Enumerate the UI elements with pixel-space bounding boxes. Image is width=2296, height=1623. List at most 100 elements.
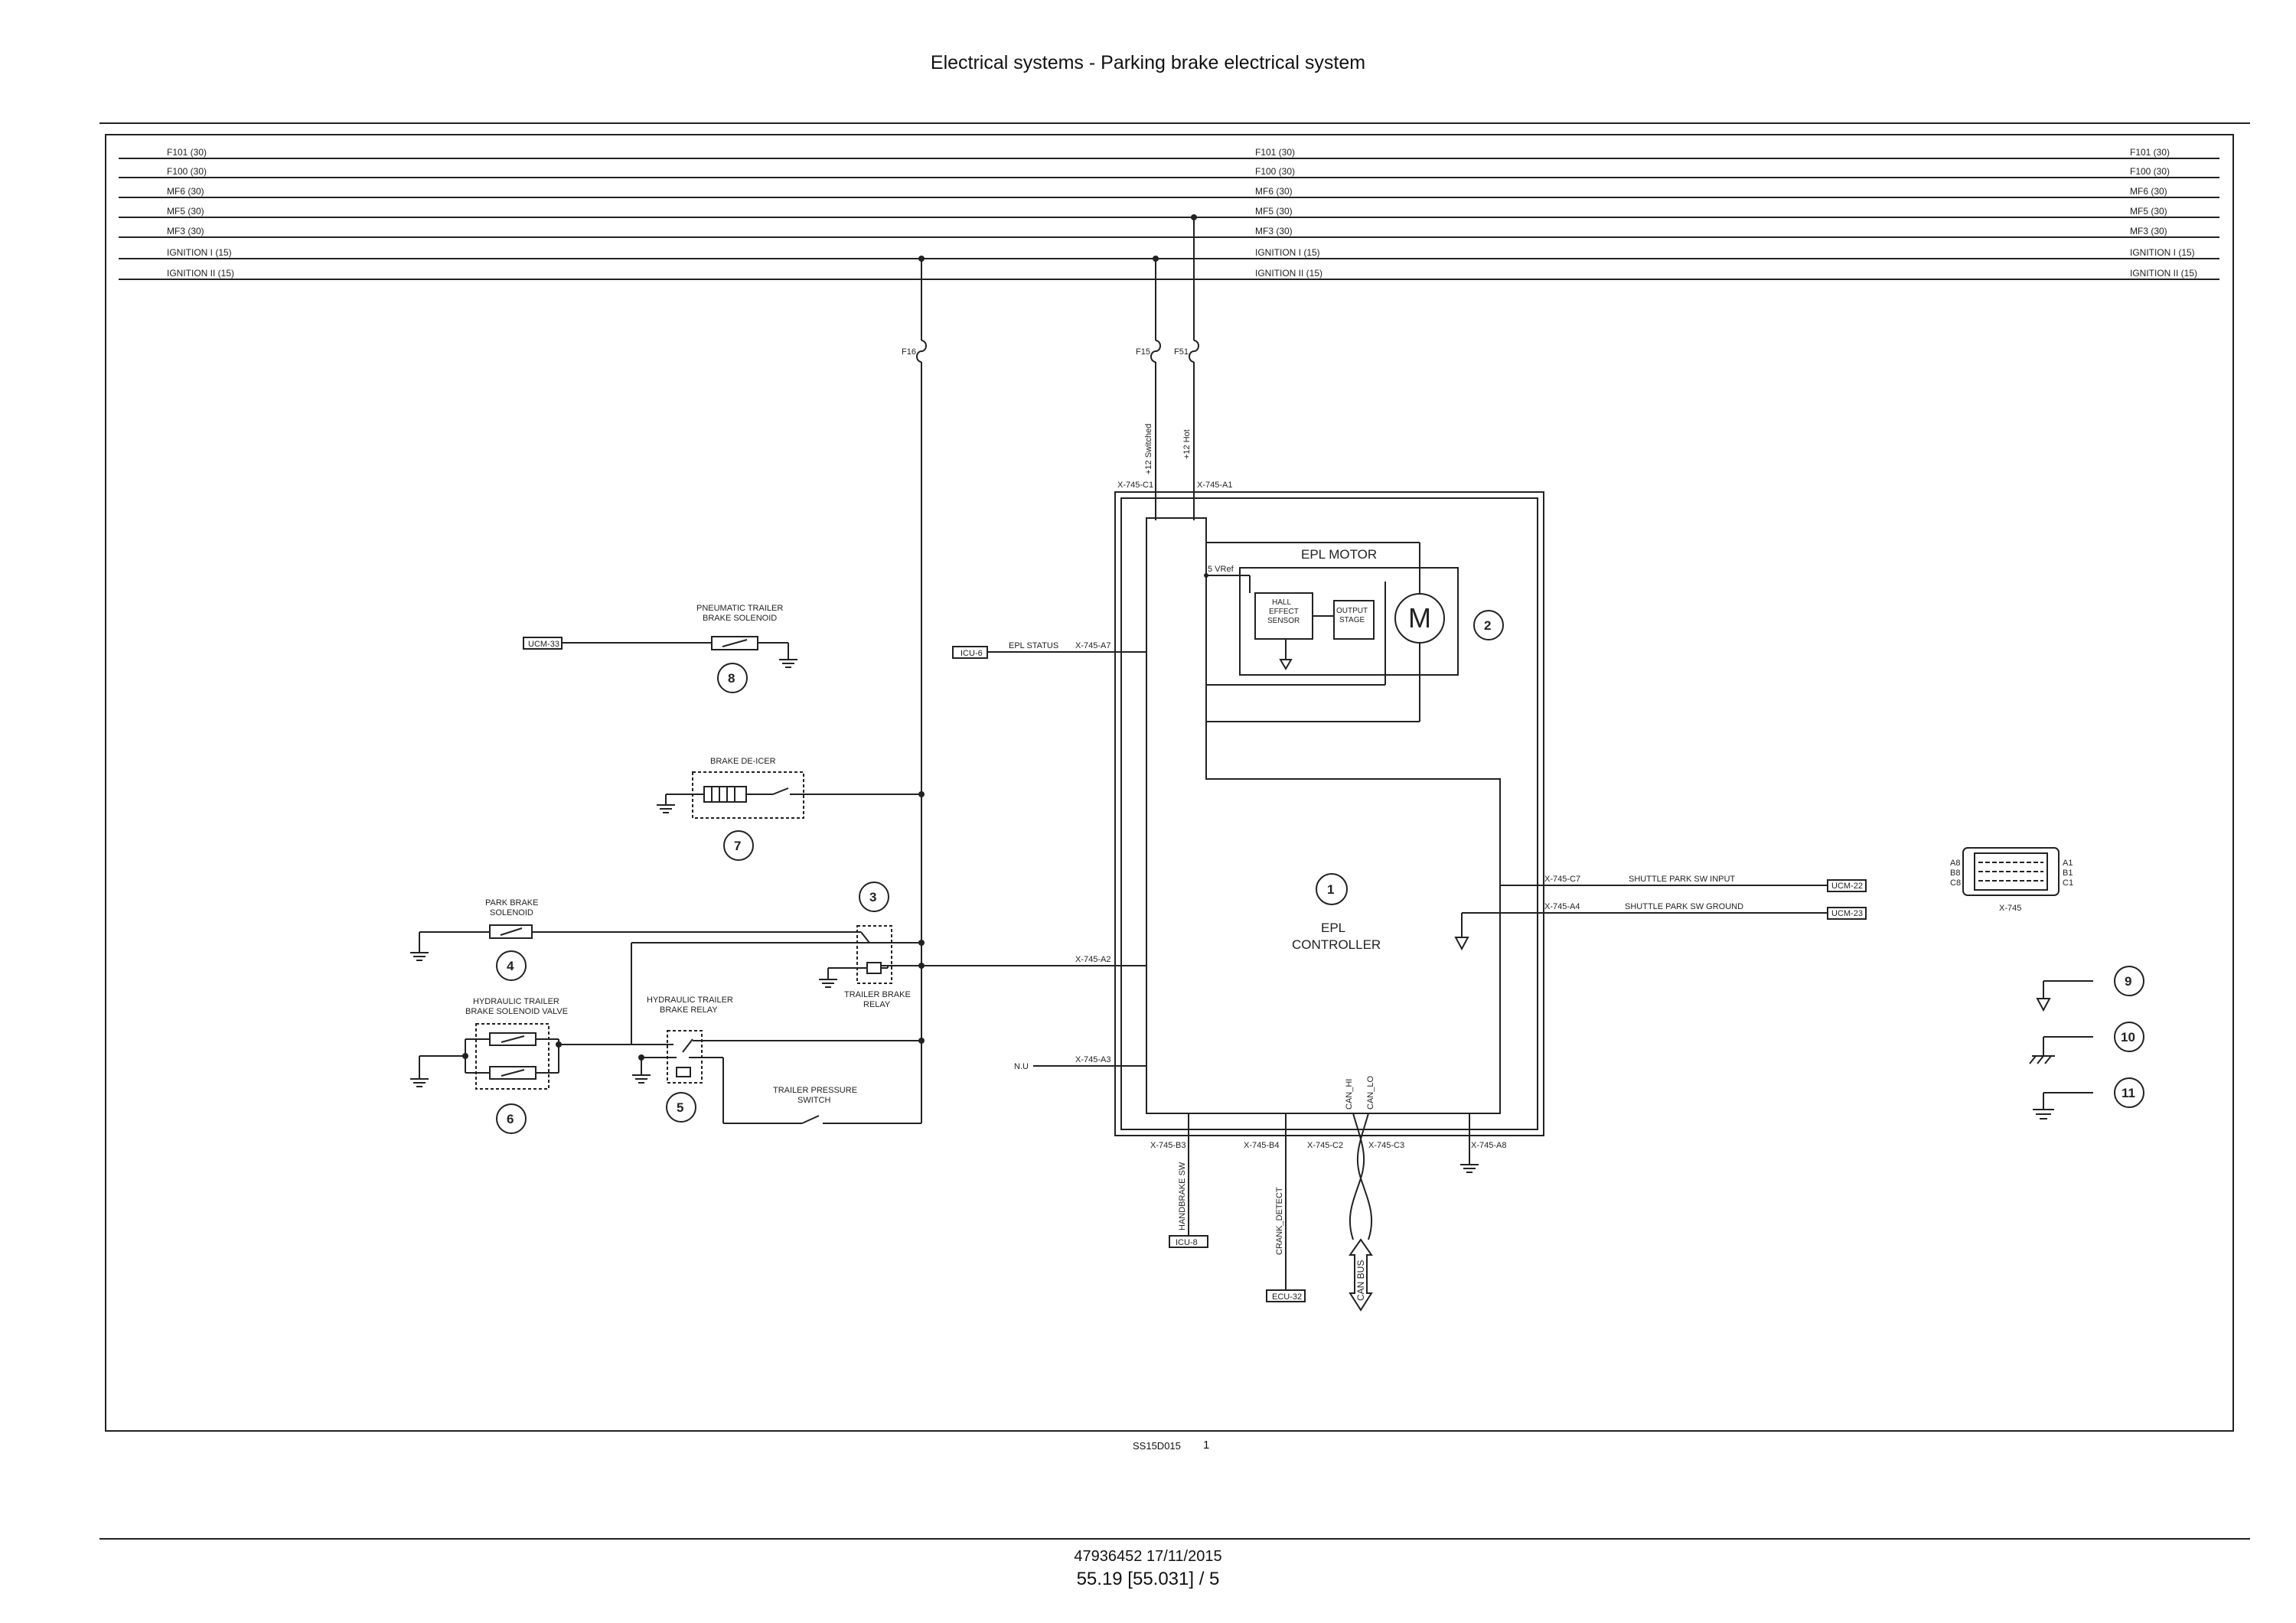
- nu-label: N.U: [1014, 1062, 1029, 1071]
- pressure-label-2: SWITCH: [797, 1096, 830, 1105]
- relay-label-1: TRAILER BRAKE: [844, 990, 911, 999]
- hyd-valve-label-2: BRAKE SOLENOID VALVE: [465, 1007, 568, 1016]
- fuse-label-f15: F15: [1136, 347, 1150, 357]
- motor-glyph: M: [1408, 602, 1431, 634]
- rail-label-mf6-end: MF6 (30): [2130, 186, 2167, 197]
- deicer-label: BRAKE DE-ICER: [710, 757, 776, 766]
- park-brake-label-1: PARK BRAKE: [485, 898, 539, 908]
- conn-view-b8: B8: [1950, 869, 1960, 878]
- conn-a8-label: X-745-A8: [1471, 1141, 1506, 1150]
- conn-view-a1: A1: [2063, 859, 2073, 868]
- supply-switched-label: +12 Switched: [1144, 424, 1153, 474]
- rail-label-f100-mid: F100 (30): [1255, 166, 1295, 177]
- hyd-valve-label-1: HYDRAULIC TRAILER: [473, 997, 559, 1006]
- relay-label-2: RELAY: [863, 1000, 891, 1009]
- output-label-1: OUTPUT: [1336, 607, 1368, 615]
- shuttle-input-label: SHUTTLE PARK SW INPUT: [1629, 875, 1735, 884]
- park-brake-number: 4: [507, 959, 514, 973]
- conn-b4-label: X-745-B4: [1244, 1141, 1279, 1150]
- conn-a2-label: X-745-A2: [1075, 955, 1110, 964]
- ground-9-number: 9: [2125, 974, 2131, 989]
- hyd-relay-label-2: BRAKE RELAY: [660, 1005, 718, 1015]
- rail-label-f101-end: F101 (30): [2130, 147, 2170, 158]
- motor-number: 2: [1484, 618, 1491, 633]
- ecu32-label: ECU-32: [1272, 1292, 1302, 1302]
- conn-a1-label: X-745-A1: [1197, 481, 1232, 490]
- conn-a4-label: X-745-A4: [1544, 902, 1580, 911]
- pressure-label-1: TRAILER PRESSURE: [773, 1086, 857, 1095]
- conn-b3-label: X-745-B3: [1150, 1141, 1186, 1150]
- vref-label: 5 VRef: [1208, 565, 1234, 574]
- ground-10-number: 10: [2121, 1030, 2135, 1045]
- rail-label-ign2: IGNITION II (15): [167, 268, 234, 279]
- shuttle-ground-label: SHUTTLE PARK SW GROUND: [1625, 902, 1743, 911]
- rail-label-ign1-end: IGNITION I (15): [2130, 247, 2195, 258]
- supply-hot-label: +12 Hot: [1182, 429, 1192, 459]
- hall-label-3: SENSOR: [1267, 617, 1300, 625]
- rail-label-ign1-mid: IGNITION I (15): [1255, 247, 1320, 258]
- diagram-frame: [105, 134, 2234, 1432]
- document-id: 47936452 17/11/2015: [1074, 1548, 1222, 1565]
- hall-label-1: HALL: [1272, 598, 1291, 607]
- conn-view-c8: C8: [1950, 878, 1961, 888]
- hall-label-2: EFFECT: [1269, 608, 1299, 616]
- conn-c1-label: X-745-C1: [1117, 481, 1153, 490]
- conn-view-a8: A8: [1950, 859, 1960, 868]
- rail-label-mf5: MF5 (30): [167, 206, 204, 217]
- park-brake-label-2: SOLENOID: [490, 908, 533, 917]
- page-number: 55.19 [55.031] / 5: [1076, 1569, 1220, 1589]
- rail-label-mf5-mid: MF5 (30): [1255, 206, 1293, 217]
- page-title: Electrical systems - Parking brake elect…: [930, 52, 1366, 73]
- can-hi-label: CAN_HI: [1345, 1079, 1354, 1110]
- fuse-label-f51: F51: [1174, 347, 1189, 357]
- rail-label-ign2-end: IGNITION II (15): [2130, 268, 2197, 279]
- rail-label-mf3-mid: MF3 (30): [1255, 226, 1293, 236]
- footer-rule: [99, 1538, 2250, 1540]
- conn-c2-label: X-745-C2: [1307, 1141, 1343, 1150]
- conn-a3-label: X-745-A3: [1075, 1055, 1110, 1064]
- conn-view-c1: C1: [2063, 878, 2073, 888]
- pneumatic-label-1: PNEUMATIC TRAILER: [696, 604, 783, 613]
- can-lo-label: CAN_LO: [1366, 1076, 1375, 1110]
- icu8-label: ICU-8: [1176, 1238, 1198, 1247]
- fuse-label-f16: F16: [902, 347, 916, 357]
- controller-label-1: EPL: [1321, 921, 1345, 935]
- crank-label: CRANK_DETECT: [1275, 1187, 1284, 1255]
- deicer-number: 7: [734, 839, 741, 853]
- epl-motor-title: EPL MOTOR: [1301, 547, 1377, 562]
- pneumatic-label-2: BRAKE SOLENOID: [703, 614, 777, 623]
- controller-number: 1: [1327, 882, 1334, 897]
- hyd-relay-number: 5: [677, 1100, 683, 1115]
- pneumatic-number: 8: [728, 671, 735, 686]
- ucm33-label: UCM-33: [528, 640, 559, 649]
- hyd-relay-label-1: HYDRAULIC TRAILER: [647, 996, 733, 1005]
- rail-label-ign1: IGNITION I (15): [167, 247, 232, 258]
- rail-label-f100-end: F100 (30): [2130, 166, 2170, 177]
- icu6-label: ICU-6: [960, 649, 983, 658]
- handbrake-label: HANDBRAKE SW: [1178, 1162, 1187, 1230]
- relay-number: 3: [869, 890, 876, 904]
- hyd-valve-number: 6: [507, 1112, 514, 1126]
- ground-11-number: 11: [2122, 1086, 2135, 1100]
- conn-a7-label: X-745-A7: [1075, 641, 1110, 650]
- output-label-2: STAGE: [1339, 616, 1365, 624]
- controller-label-2: CONTROLLER: [1292, 937, 1381, 952]
- figure-reference: SS15D015: [1133, 1440, 1181, 1452]
- rail-label-f101: F101 (30): [167, 147, 207, 158]
- can-bus-label: CAN BUS: [1355, 1260, 1366, 1301]
- rail-label-f101-mid: F101 (30): [1255, 147, 1295, 158]
- header-rule: [99, 122, 2250, 124]
- epl-status-label: EPL STATUS: [1009, 641, 1058, 650]
- conn-c7-label: X-745-C7: [1544, 875, 1580, 884]
- rail-label-mf6: MF6 (30): [167, 186, 204, 197]
- conn-c3-label: X-745-C3: [1368, 1141, 1404, 1150]
- conn-view-name: X-745: [1999, 904, 2021, 913]
- conn-view-b1: B1: [2063, 869, 2073, 878]
- figure-number: 1: [1203, 1439, 1210, 1452]
- rail-label-f100: F100 (30): [167, 166, 207, 177]
- rail-label-mf3-end: MF3 (30): [2130, 226, 2167, 236]
- ucm23-label: UCM-23: [1831, 909, 1863, 918]
- rail-label-mf6-mid: MF6 (30): [1255, 186, 1293, 197]
- ucm22-label: UCM-22: [1831, 882, 1863, 891]
